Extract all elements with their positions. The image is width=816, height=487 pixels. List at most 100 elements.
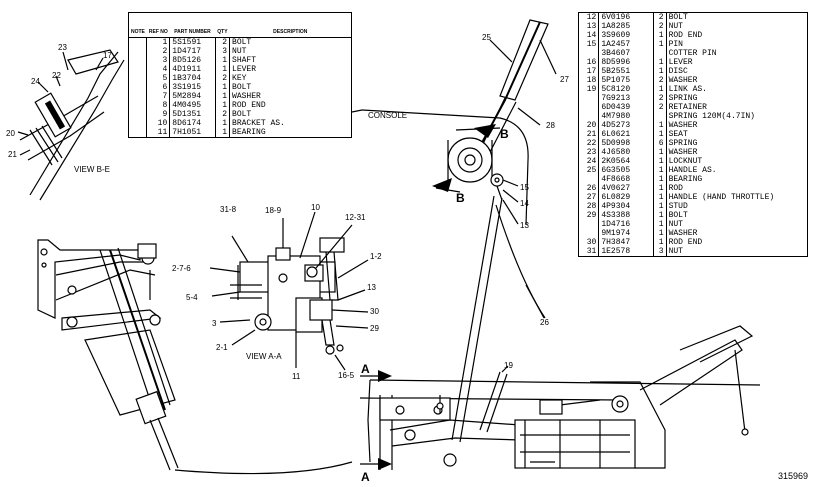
table-cell: 5 xyxy=(146,74,171,83)
table-cell: 1 xyxy=(653,67,667,76)
table-cell: 1 xyxy=(653,202,667,211)
drawing-number: 315969 xyxy=(777,471,808,481)
table-cell: 1 xyxy=(215,56,231,65)
table-cell: SHAFT xyxy=(232,56,257,65)
callout-5-4: 5-4 xyxy=(186,293,198,302)
table-cell: 1 xyxy=(215,101,231,110)
table-cell: 3 xyxy=(215,47,231,56)
table-cell: 9M1974 xyxy=(598,229,654,238)
table-cell: 1 xyxy=(653,193,667,202)
table-cell: NUT xyxy=(232,47,247,56)
table-cell: 1 xyxy=(215,119,231,128)
callout-2-7-6: 2-7-6 xyxy=(172,264,191,273)
table-cell: WASHER xyxy=(668,76,698,85)
table-cell: LEVER xyxy=(668,58,693,67)
table-cell: KEY xyxy=(232,74,247,83)
console-label: CONSOLE xyxy=(368,111,407,120)
table-cell xyxy=(128,56,148,65)
table-cell: SPRING xyxy=(668,94,698,103)
callout-17: 17 xyxy=(103,51,112,60)
table-cell: ROD xyxy=(668,184,683,193)
table-cell: 27 xyxy=(578,193,600,202)
header-part-number: PART NUMBER xyxy=(169,12,216,38)
table-cell: BOLT xyxy=(668,13,688,22)
table-cell: 2 xyxy=(215,37,231,47)
table-cell: 1 xyxy=(653,220,667,229)
table-cell: 5D1351 xyxy=(169,110,216,119)
table-cell: 2 xyxy=(146,47,171,56)
table-cell xyxy=(578,94,600,103)
table-cell: 3 xyxy=(146,56,171,65)
table-cell: SPRING xyxy=(668,139,698,148)
callout-24: 24 xyxy=(31,77,40,86)
table-cell: 11 xyxy=(146,128,171,138)
table-cell: 1 xyxy=(215,92,231,101)
table-cell xyxy=(578,112,600,121)
table-cell: 1A8285 xyxy=(598,22,654,31)
callout-23: 23 xyxy=(58,43,67,52)
section-a-indicators xyxy=(174,370,392,475)
table-cell: 7H3847 xyxy=(598,238,654,247)
table-cell: 4M0495 xyxy=(169,101,216,110)
table-cell: 1 xyxy=(653,85,667,94)
view-aa-label: VIEW A-A xyxy=(246,352,282,361)
table-cell: 4V0627 xyxy=(598,184,654,193)
table-cell: 10 xyxy=(146,119,171,128)
table-cell: 20 xyxy=(578,121,600,130)
table-cell: 8D5126 xyxy=(169,56,216,65)
callout-30: 30 xyxy=(370,307,379,316)
table-cell: 1B3704 xyxy=(169,74,216,83)
table-cell: 7G9213 xyxy=(598,94,654,103)
table-cell: 12 xyxy=(578,12,600,22)
table-cell: HANDLE AS. xyxy=(668,166,717,175)
table-cell: SPRING 120M(4.7IN) xyxy=(668,112,755,121)
table-cell: LEVER xyxy=(232,65,257,74)
table-cell xyxy=(128,47,148,56)
table-cell: 3S9609 xyxy=(598,31,654,40)
view-be-detail xyxy=(17,49,125,201)
table-cell: 18 xyxy=(578,76,600,85)
table-cell: 5C8120 xyxy=(598,85,654,94)
table-cell: 1 xyxy=(653,121,667,130)
callout-2-1: 2-1 xyxy=(216,343,228,352)
table-cell: 8 xyxy=(146,101,171,110)
table-cell: 1 xyxy=(653,130,667,139)
callout-31-8: 31-8 xyxy=(220,205,237,214)
throttle-handle-assembly xyxy=(351,19,557,226)
table-cell: WASHER xyxy=(668,121,698,130)
left-linkage-assembly xyxy=(37,239,179,471)
header-qty: QTY xyxy=(215,12,230,38)
table-cell: 9 xyxy=(146,110,171,119)
table-cell: 28 xyxy=(578,202,600,211)
table-cell: 24 xyxy=(578,157,600,166)
table-cell: WASHER xyxy=(232,92,261,101)
table-cell: 4P9304 xyxy=(598,202,654,211)
callout-26: 26 xyxy=(540,318,549,327)
table-cell: 4S3388 xyxy=(598,211,654,220)
table-cell: 25 xyxy=(578,166,600,175)
table-cell: 3S1915 xyxy=(169,83,216,92)
table-cell xyxy=(128,37,148,47)
callout-3: 3 xyxy=(212,319,217,328)
table-cell: 14 xyxy=(578,31,600,40)
table-cell: HANDLE (HAND THROTTLE) xyxy=(668,193,775,202)
